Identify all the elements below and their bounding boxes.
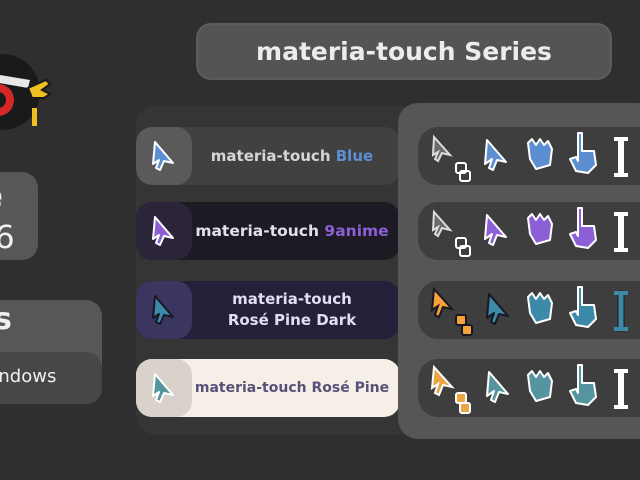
hand-grab-icon bbox=[527, 292, 553, 324]
theme-name: materia-touch bbox=[195, 221, 320, 240]
text-beam-icon bbox=[614, 369, 628, 409]
hand-pointer-icon bbox=[569, 364, 597, 406]
theme-name: materia-touch bbox=[232, 290, 352, 308]
page-title: materia-touch Series bbox=[196, 23, 612, 80]
hand-grab-icon bbox=[527, 138, 553, 170]
theme-variant: Blue bbox=[335, 146, 374, 165]
theme-thumb-blue bbox=[136, 127, 192, 185]
theme-thumb-9anime bbox=[136, 202, 192, 260]
arrow-cursor-icon bbox=[486, 293, 509, 325]
arrow-cursor-icon bbox=[152, 373, 174, 403]
arrow-cursor-icon bbox=[152, 295, 174, 325]
arrow-cursor-icon bbox=[152, 141, 174, 171]
preview-row-rose-pine bbox=[418, 359, 640, 417]
theme-name: materia-touch bbox=[210, 146, 331, 165]
info-card-bottom-inner bbox=[0, 352, 102, 404]
theme-thumb-rose-pine-dark bbox=[136, 281, 192, 339]
info-card-top-line1: e bbox=[0, 176, 3, 216]
theme-row-rose-pine[interactable]: materia-touch Rosé Pine bbox=[136, 359, 400, 417]
busy-arrow-cursor-icon bbox=[431, 209, 471, 257]
arrow-cursor-icon bbox=[484, 139, 507, 171]
theme-label-9anime: materia-touch 9anime bbox=[192, 221, 400, 242]
theme-label-rose-pine-dark: materia-touch Rosé Pine Dark bbox=[192, 289, 400, 331]
hand-pointer-icon bbox=[569, 207, 597, 249]
theme-label-rose-pine: materia-touch Rosé Pine bbox=[192, 378, 400, 399]
info-card-top-line2: 36 bbox=[0, 218, 15, 256]
hand-pointer-icon bbox=[569, 286, 597, 328]
theme-label-blue: materia-touch Blue bbox=[192, 146, 400, 167]
theme-name: materia-touch Rosé Pine bbox=[194, 379, 390, 396]
mascot-logo-icon bbox=[0, 54, 52, 130]
theme-row-blue[interactable]: materia-touch Blue bbox=[136, 127, 400, 185]
theme-row-rose-pine-dark[interactable]: materia-touch Rosé Pine Dark bbox=[136, 281, 400, 339]
hand-grab-icon bbox=[527, 213, 553, 245]
info-card-bottom-line1: s bbox=[0, 302, 12, 337]
busy-arrow-cursor-icon bbox=[430, 364, 471, 414]
text-beam-icon bbox=[614, 212, 628, 252]
preview-row-9anime bbox=[418, 202, 640, 260]
text-beam-icon bbox=[614, 137, 628, 177]
arrow-cursor-icon bbox=[484, 214, 507, 246]
preview-row-rose-pine-dark bbox=[418, 281, 640, 339]
info-card-top: e 36 bbox=[0, 172, 38, 260]
theme-row-9anime[interactable]: materia-touch 9anime bbox=[136, 202, 400, 260]
preview-row-blue bbox=[418, 127, 640, 185]
busy-arrow-cursor-icon bbox=[431, 134, 471, 182]
arrow-cursor-icon bbox=[486, 371, 509, 403]
theme-thumb-rose-pine bbox=[136, 359, 192, 417]
info-card-bottom: s Windows bbox=[0, 300, 102, 404]
info-card-bottom-line2: Windows bbox=[0, 366, 57, 387]
busy-arrow-cursor-icon bbox=[430, 286, 473, 336]
hand-grab-icon bbox=[527, 370, 553, 402]
theme-variant: Rosé Pine Dark bbox=[227, 311, 357, 329]
page-title-text: materia-touch Series bbox=[256, 37, 552, 66]
hand-pointer-icon bbox=[569, 132, 597, 174]
text-beam-icon bbox=[614, 290, 628, 332]
theme-variant: 9anime bbox=[324, 221, 389, 240]
arrow-cursor-icon bbox=[152, 216, 174, 246]
